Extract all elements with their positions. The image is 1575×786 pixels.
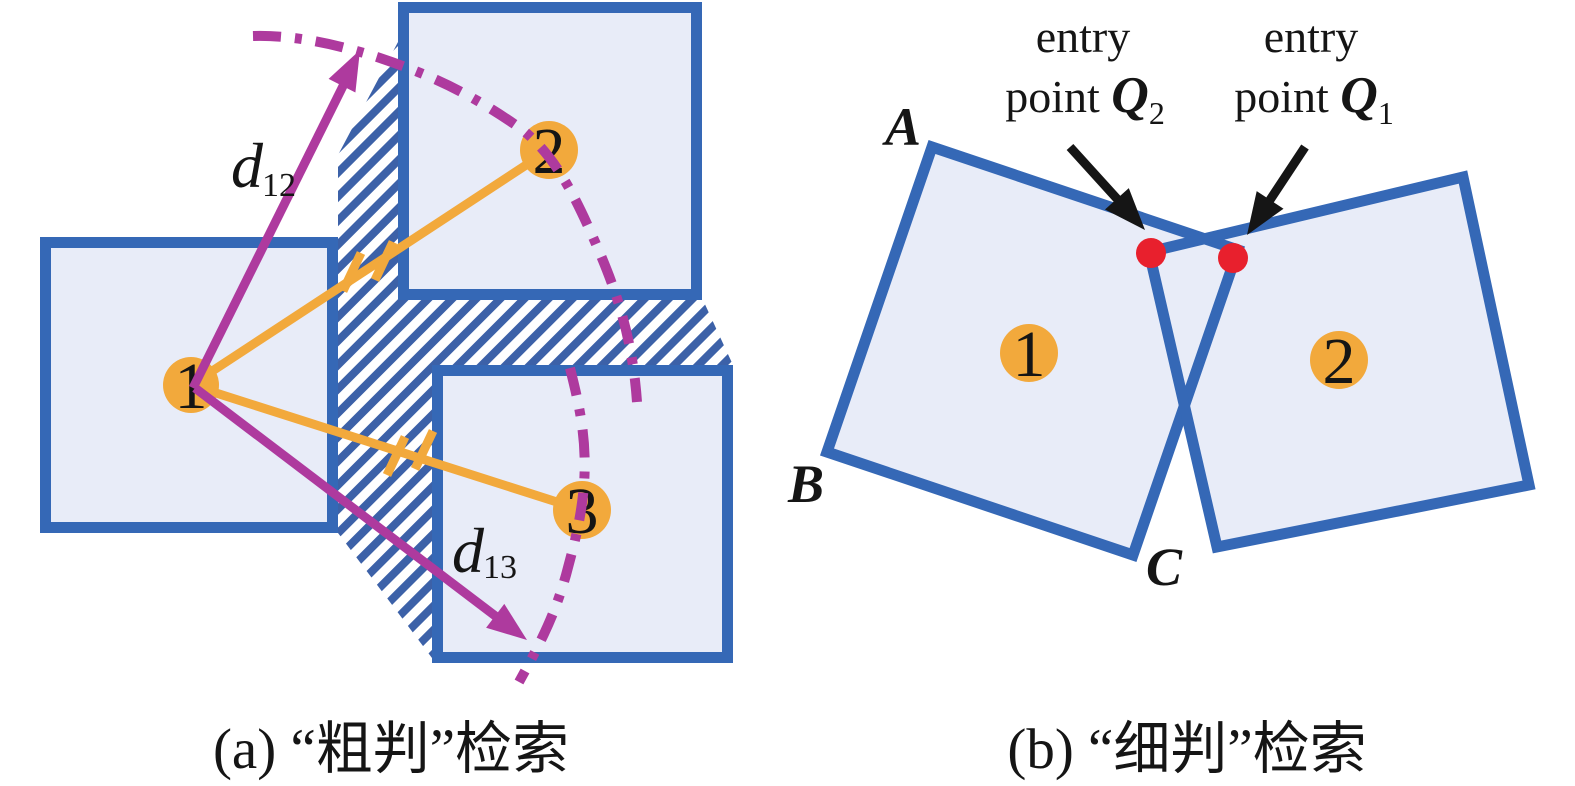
caption-panel-a: (a) “粗判”检索 xyxy=(213,718,569,781)
radius-arc-d13 xyxy=(514,366,590,685)
annotation-arrow-q2 xyxy=(1066,143,1145,230)
caption-panel-b: (b) “细判”检索 xyxy=(1007,718,1366,781)
node-circle-b1 xyxy=(1000,324,1058,382)
entry-q1-line2: point Q1 xyxy=(1234,67,1394,131)
entry-q1-subscript: 1 xyxy=(1378,95,1394,131)
break-mark-line-1-3 xyxy=(382,429,438,477)
corner-label-a: A xyxy=(882,97,921,157)
arrowhead-q2 xyxy=(1105,188,1145,230)
corner-label-b: B xyxy=(787,454,824,514)
panel-b: 1 2 entry point Q2 entry point Q1 A B C … xyxy=(787,11,1536,781)
label-d12-sub: 12 xyxy=(262,167,296,204)
radius-arc-d12 xyxy=(252,30,642,403)
entry-point-q1-dot xyxy=(1218,243,1248,273)
label-d12-base: d xyxy=(231,130,264,201)
label-d13-sub: 13 xyxy=(483,549,517,586)
entry-q2-prefix: point xyxy=(1005,71,1111,122)
link-line-1-2 xyxy=(188,146,552,389)
entry-point-q2-dot xyxy=(1136,238,1166,268)
panel-a: 1 2 3 d 12 d 13 (a) “粗判”检索 xyxy=(40,2,733,781)
entry-q2-symbol: Q xyxy=(1111,67,1149,124)
label-d13-base: d xyxy=(452,515,485,586)
entry-q1-prefix: point xyxy=(1234,71,1340,122)
link-line-1-3 xyxy=(189,380,584,515)
entry-q2-line1: entry xyxy=(1036,11,1131,62)
arrowhead-q1 xyxy=(1247,191,1284,235)
arrowhead-d12 xyxy=(328,50,360,93)
annotation-arrow-q1 xyxy=(1247,144,1309,235)
rotated-square-2-border xyxy=(1142,170,1536,554)
break-mark-line-1-2 xyxy=(338,240,398,293)
entry-q1-line1: entry xyxy=(1264,11,1359,62)
entry-q2-subscript: 2 xyxy=(1149,95,1165,131)
hatched-region xyxy=(338,42,733,658)
arrowhead-d13 xyxy=(486,603,527,640)
node-number-b1: 1 xyxy=(1013,318,1046,391)
corner-label-c: C xyxy=(1146,537,1183,597)
distance-arrow-d13 xyxy=(192,384,527,640)
entry-q1-symbol: Q xyxy=(1340,67,1378,124)
distance-arrow-d12 xyxy=(188,50,360,391)
entry-q2-line2: point Q2 xyxy=(1005,67,1165,131)
node-circle-b2 xyxy=(1310,331,1368,389)
node-number-b2: 2 xyxy=(1323,325,1356,398)
